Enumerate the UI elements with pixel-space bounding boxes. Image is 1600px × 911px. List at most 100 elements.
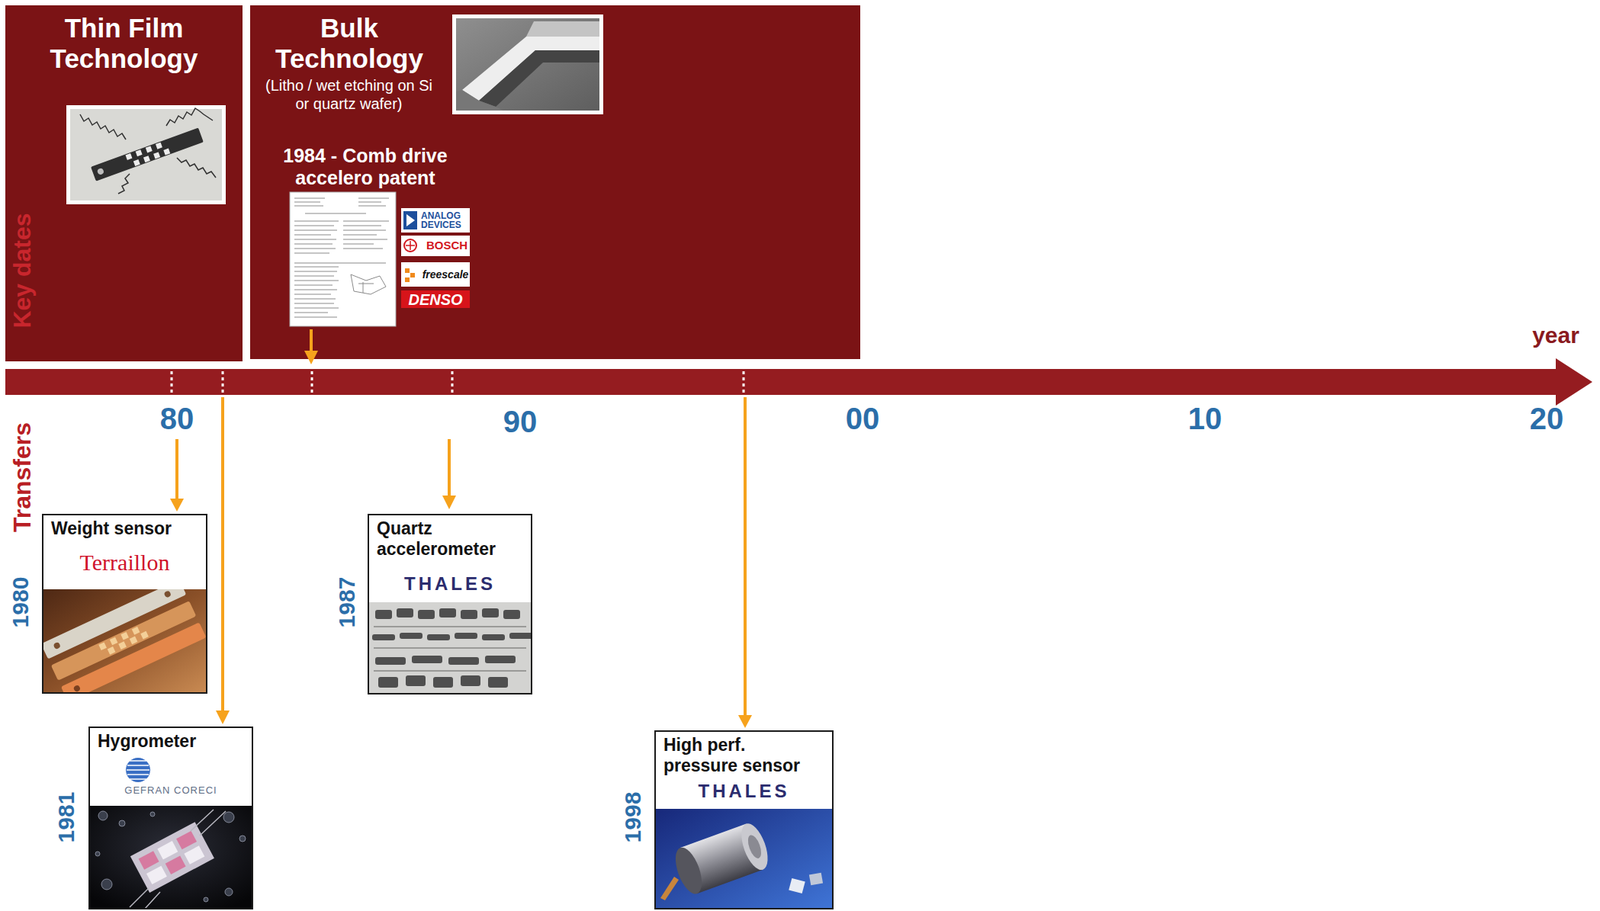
year-label: 1981 <box>53 792 81 844</box>
quartz-photo <box>378 677 399 688</box>
bulk-photo <box>478 50 600 107</box>
hygrometer-photo <box>101 879 113 890</box>
quartz-photo <box>488 677 508 688</box>
thin-film-photo <box>90 128 204 182</box>
hygrometer-photo <box>223 812 235 823</box>
company-logo: BOSCH <box>426 238 468 252</box>
quartz-photo <box>399 632 423 640</box>
company-logo-plate <box>401 208 470 233</box>
label-anchor: 1998 <box>620 792 647 844</box>
thin-film-photo <box>66 105 226 205</box>
quartz-photo <box>460 675 481 687</box>
thin-film-photo <box>66 105 226 205</box>
hygrometer-photo <box>129 809 226 909</box>
hygrometer-photo <box>157 841 178 860</box>
panel-subtitle: (Litho / wet etching on Si or quartz waf… <box>259 76 439 113</box>
company-logo: Terraillon <box>43 549 206 576</box>
transfer-arrow <box>304 350 319 365</box>
label-anchor: 1981 <box>53 792 81 844</box>
hygrometer-photo <box>224 888 233 897</box>
hygrometer-photo <box>176 831 197 850</box>
timeline-bar <box>5 369 1562 396</box>
box-fill <box>654 730 834 910</box>
label-anchor: 90 <box>503 404 538 440</box>
company-logo-plate <box>410 273 415 278</box>
box-fill <box>41 514 834 910</box>
axis-tick-label: 10 <box>1188 401 1223 437</box>
thin-film-photo <box>133 159 141 167</box>
year-label: 1998 <box>620 792 647 844</box>
pressure-sensor-photo <box>809 873 823 887</box>
year-label: 1987 <box>334 577 361 629</box>
row-header: Key dates <box>8 212 37 328</box>
transfer-box: HygrometerGEFRAN CORECI <box>88 726 254 910</box>
weight-sensor-photo <box>43 589 206 693</box>
bulk-photo <box>452 14 604 115</box>
quartz-photo <box>369 602 531 694</box>
company-logo: ANALOG DEVICES <box>420 211 469 230</box>
quartz-photo <box>372 634 396 641</box>
company-logo-plate <box>401 290 470 309</box>
weight-sensor-photo <box>98 642 107 651</box>
quartz-photo <box>369 602 531 694</box>
weight-sensor-photo <box>61 622 206 693</box>
transfer-arrow <box>442 495 457 510</box>
thin-film-photo <box>166 108 213 126</box>
thin-film-photo <box>125 140 171 168</box>
label-anchor: Transfers <box>8 422 37 533</box>
patent-document <box>350 274 386 295</box>
weight-sensor-photo <box>131 626 141 636</box>
hygrometer-photo <box>165 855 187 874</box>
company-logo-plate <box>401 235 470 257</box>
weight-sensor-photo <box>73 684 82 693</box>
company-logo: THALES <box>655 780 833 803</box>
axis-title: year <box>1532 322 1580 350</box>
timeline-bar <box>1555 358 1593 406</box>
quartz-photo <box>448 657 479 666</box>
pressure-sensor-photo <box>655 809 833 909</box>
hygrometer-photo <box>203 897 209 903</box>
label-anchor: freescale <box>422 268 470 281</box>
transfer-arrow <box>176 329 746 717</box>
company-logo-plate <box>405 240 415 251</box>
technology-panel: Thin Film Technology <box>5 5 243 362</box>
label-anchor: 00 <box>845 401 881 437</box>
transfer-arrow <box>743 397 747 717</box>
thin-film-photo <box>80 114 126 140</box>
box-title: Quartz accelerometer <box>369 515 531 560</box>
row-header: Transfers <box>8 422 37 533</box>
hygrometer-photo <box>183 845 205 865</box>
quartz-photo <box>481 634 505 641</box>
company-logo-plate <box>401 208 470 309</box>
hygrometer-photo <box>146 866 168 885</box>
weight-sensor-photo <box>140 631 149 640</box>
box-title: Hygrometer <box>89 728 252 752</box>
quartz-photo <box>417 610 435 620</box>
quartz-photo <box>481 608 499 618</box>
panel-fill <box>5 5 861 362</box>
quartz-photo <box>503 610 521 620</box>
hygrometer-photo <box>150 812 155 817</box>
company-logo: THALES <box>369 573 531 595</box>
weight-sensor-photo <box>118 641 127 650</box>
quartz-photo <box>375 610 392 620</box>
company-logo-plate <box>401 262 470 287</box>
patent-heading: 1984 - Comb drive accelero patent <box>273 144 457 190</box>
transfer-arrow <box>221 397 225 713</box>
company-logo-plate <box>404 277 410 283</box>
axis-tick-label: 90 <box>503 404 538 440</box>
label-anchor: ANALOG DEVICES <box>420 211 469 230</box>
box-title: Weight sensor <box>43 515 206 540</box>
bulk-photo <box>452 14 604 115</box>
panel-title: Bulk Technology <box>253 12 445 75</box>
pressure-sensor-photo <box>670 844 707 898</box>
patent-document <box>294 198 389 318</box>
transfer-box: High perf. pressure sensorTHALES <box>654 730 834 910</box>
transfer-arrow <box>309 329 313 353</box>
transfer-arrow <box>738 715 752 729</box>
bulk-photo <box>456 18 600 111</box>
quartz-photo <box>375 657 406 666</box>
transfer-arrow <box>447 439 451 498</box>
transfer-arrow <box>170 498 184 512</box>
